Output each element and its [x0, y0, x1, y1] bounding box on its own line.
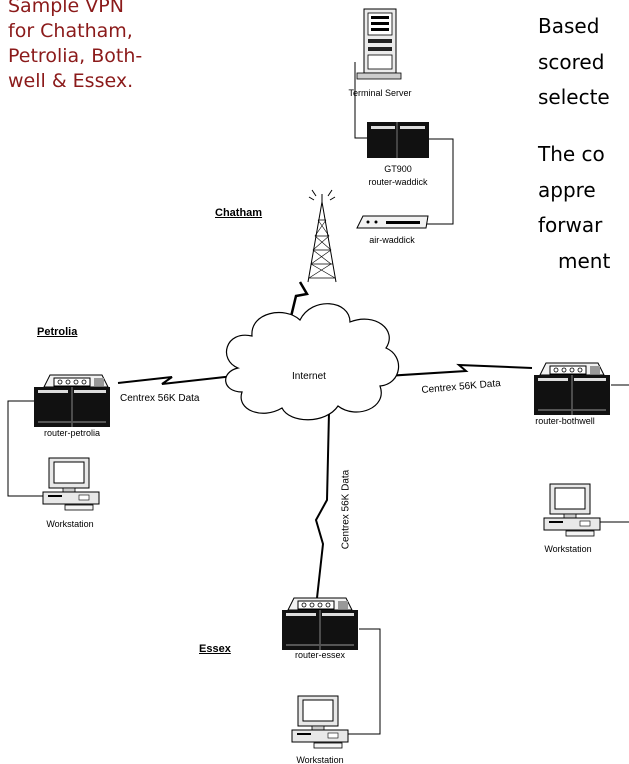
label-workstation-bothwell: Workstation [544, 544, 592, 554]
label-workstation-essex: Workstation [296, 755, 344, 764]
label-workstation-petrolia: Workstation [46, 519, 94, 529]
site-label-petrolia: Petrolia [37, 326, 78, 338]
air-waddick-icon [356, 215, 429, 229]
essex-modem-icon [287, 597, 353, 611]
bothwell-modem-icon [539, 362, 605, 376]
body-text-line-4: The co [538, 142, 605, 166]
ts-to-router-cable [354, 62, 367, 139]
body-text-line-2: scored [538, 50, 605, 74]
essex-lan-cable [346, 628, 381, 735]
body-text-line-7: ment [558, 249, 611, 273]
label-router-waddick: router-waddick [368, 177, 428, 187]
body-text-line-6: forwar [538, 213, 603, 237]
petrolia-modem-icon [43, 374, 109, 388]
caption-line-1: Sample VPN [8, 0, 124, 17]
caption-line-4: well & Essex. [8, 70, 134, 92]
bothwell-link [353, 363, 533, 379]
label-router-petrolia: router-petrolia [43, 428, 101, 438]
diagram-caption: Sample VPN for Chatham, Petrolia, Both- … [8, 0, 228, 94]
petrolia-link [117, 375, 235, 385]
petrolia-router-icon [33, 386, 111, 428]
site-label-chatham: Chatham [215, 207, 263, 219]
essex-link [314, 411, 330, 599]
chatham-wireless-link [287, 281, 309, 326]
label-gt900: GT900 [384, 164, 412, 174]
link-label-essex: Centrex 56K Data [340, 469, 352, 550]
body-text-line-3: selecte [538, 85, 610, 109]
site-label-essex: Essex [199, 643, 231, 655]
essex-router-icon [281, 609, 359, 651]
gt900-router-icon [367, 122, 429, 158]
body-text-line-5: appre [538, 178, 596, 202]
bothwell-workstation-icon [543, 483, 601, 537]
petrolia-lan-cable [7, 400, 47, 497]
essex-workstation-icon [291, 695, 349, 749]
router-to-air-cable [426, 138, 454, 225]
label-router-bothwell: router-bothwell [535, 416, 595, 426]
label-router-essex: router-essex [294, 650, 346, 660]
label-terminal-server: Terminal Server [348, 88, 412, 98]
label-air-waddick: air-waddick [369, 235, 415, 245]
terminal-server-icon [356, 8, 402, 80]
internet-label: Internet [292, 371, 326, 382]
caption-line-3: Petrolia, Both- [8, 45, 143, 67]
body-text-line-1: Based [538, 14, 600, 38]
link-label-petrolia: Centrex 56K Data [120, 393, 200, 404]
antenna-tower-icon [307, 189, 337, 283]
caption-line-2: for Chatham, [8, 20, 133, 42]
petrolia-workstation-icon [42, 457, 100, 511]
internet-cloud [225, 303, 400, 421]
bothwell-router-icon [533, 374, 611, 416]
